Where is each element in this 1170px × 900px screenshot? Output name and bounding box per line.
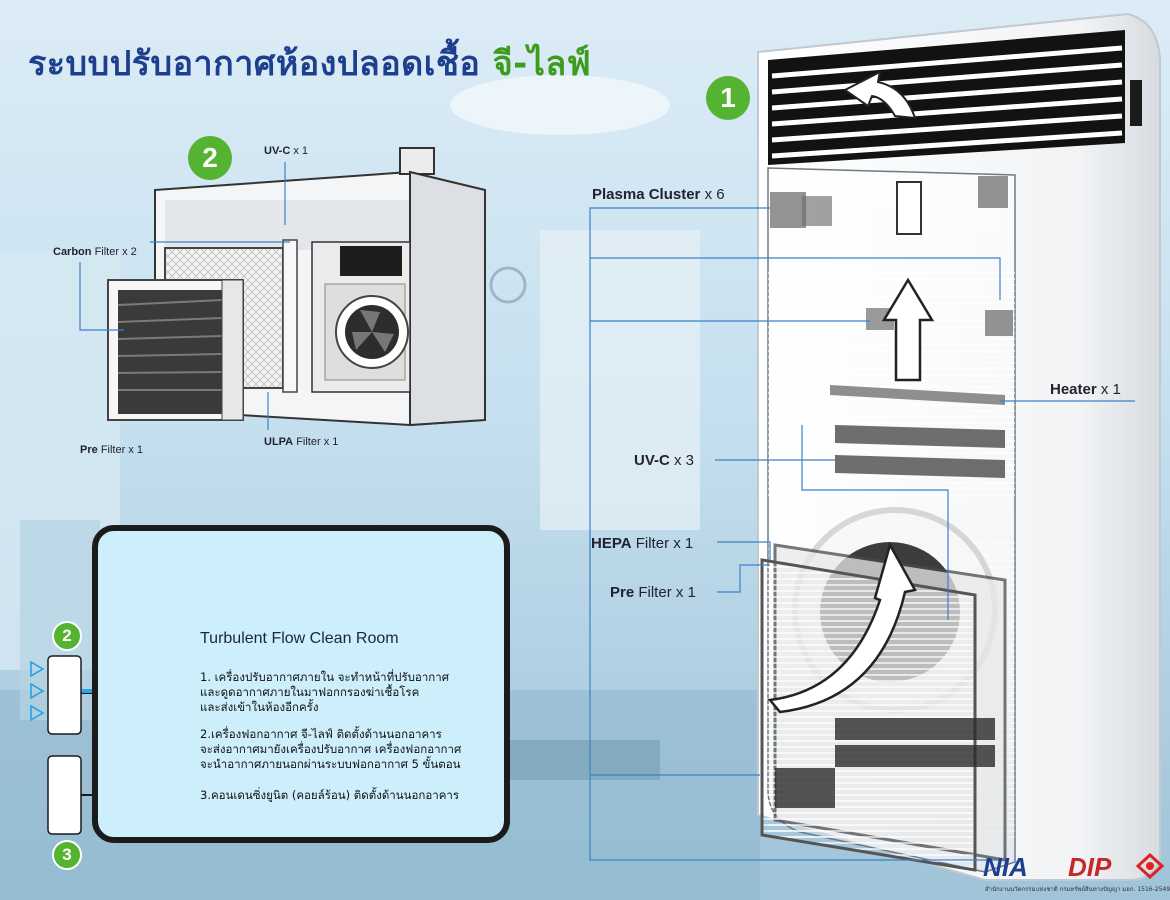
info-paragraph-3: 3.คอนเดนซิ่งยูนิต (คอยล์ร้อน) ติดตั้งด้า… <box>200 788 459 803</box>
footer-logo-marks <box>1135 852 1165 880</box>
label-hepa: HEPA Filter x 1 <box>591 535 693 552</box>
info-p2-line: 2.เครื่องฟอกอากาศ จี-ไลฟ์ ติดตั้งด้านนอก… <box>200 727 442 741</box>
label-carbon-name: Carbon <box>53 246 92 258</box>
info-paragraph-1: 1. เครื่องปรับอากาศภายใน จะทำหน้าที่ปรับ… <box>200 670 449 715</box>
label-uvc1-qty: x 1 <box>293 145 309 157</box>
info-p2-line: จะส่งอากาศมายังเครื่องปรับอากาศ เครื่องฟ… <box>200 742 462 756</box>
footer-text: สำนักงานนวัตกรรมแห่งชาติ กรมทรัพย์สินทาง… <box>985 886 1170 893</box>
info-p1-line: 1. เครื่องปรับอากาศภายใน จะทำหน้าที่ปรับ… <box>200 670 450 684</box>
label-ulpa-qty: Filter x 1 <box>296 436 339 448</box>
label-hepa-qty: Filter x 1 <box>635 535 694 552</box>
label-heater-qty: x 1 <box>1100 381 1121 398</box>
dip-logo: DIP <box>1068 852 1112 882</box>
info-title: Turbulent Flow Clean Room <box>200 630 399 647</box>
title-main: ระบบปรับอากาศห้องปลอดเชื้อ <box>28 44 481 84</box>
label-hepa-name: HEPA <box>591 535 632 552</box>
page-title: ระบบปรับอากาศห้องปลอดเชื้อ จี-ไลฟ์ <box>28 36 591 90</box>
label-plasma-qty: x 6 <box>704 186 725 203</box>
step-2-badge: 2 <box>188 136 232 180</box>
info-panel <box>92 525 510 843</box>
step-1-badge: 1 <box>706 76 750 120</box>
filter-unit-illustration <box>107 147 486 427</box>
label-pre-indoor-name: Pre <box>610 584 635 601</box>
label-uvc-3: UV-C x 3 <box>634 452 694 469</box>
schematic-3-badge: 3 <box>52 840 82 870</box>
label-pre-indoor-qty: Filter x 1 <box>638 584 696 601</box>
label-uvc-1: UV-C x 1 <box>264 145 308 157</box>
info-p2-line: จะนำอากาศภายนอกผ่านระบบฟอกอากาศ 5 ขั้นตอ… <box>200 757 461 771</box>
title-brand: จี-ไลฟ์ <box>492 44 592 84</box>
info-p1-line: และดูดอากาศภายในมาฟอกกรองฆ่าเชื้อโรค <box>200 685 420 699</box>
label-uvc3-name: UV-C <box>634 452 670 469</box>
label-carbon-filter: Carbon Filter x 2 <box>53 246 137 258</box>
info-p3-line: 3.คอนเดนซิ่งยูนิต (คอยล์ร้อน) ติดตั้งด้า… <box>200 788 460 802</box>
label-pre-qty: Filter x 1 <box>100 444 143 456</box>
label-pre-name: Pre <box>80 444 98 456</box>
label-ulpa-filter: ULPA Filter x 1 <box>264 436 338 448</box>
info-paragraph-2: 2.เครื่องฟอกอากาศ จี-ไลฟ์ ติดตั้งด้านนอก… <box>200 727 461 772</box>
label-heater: Heater x 1 <box>1050 381 1121 398</box>
label-heater-name: Heater <box>1050 381 1097 398</box>
label-pre-filter: Pre Filter x 1 <box>80 444 143 456</box>
top-grille <box>768 30 1125 165</box>
label-plasma-name: Plasma Cluster <box>592 186 701 203</box>
nia-logo: NIA <box>983 852 1028 882</box>
label-plasma-cluster: Plasma Cluster x 6 <box>592 186 725 203</box>
info-p1-line: และส่งเข้าในห้องอีกครั้ง <box>200 700 319 714</box>
label-uvc3-qty: x 3 <box>674 452 695 469</box>
schematic-2-badge: 2 <box>52 621 82 651</box>
label-carbon-qty: Filter x 2 <box>94 246 137 258</box>
label-ulpa-name: ULPA <box>264 436 294 448</box>
label-uvc1-name: UV-C <box>264 145 291 157</box>
label-pre-indoor: Pre Filter x 1 <box>610 584 696 601</box>
